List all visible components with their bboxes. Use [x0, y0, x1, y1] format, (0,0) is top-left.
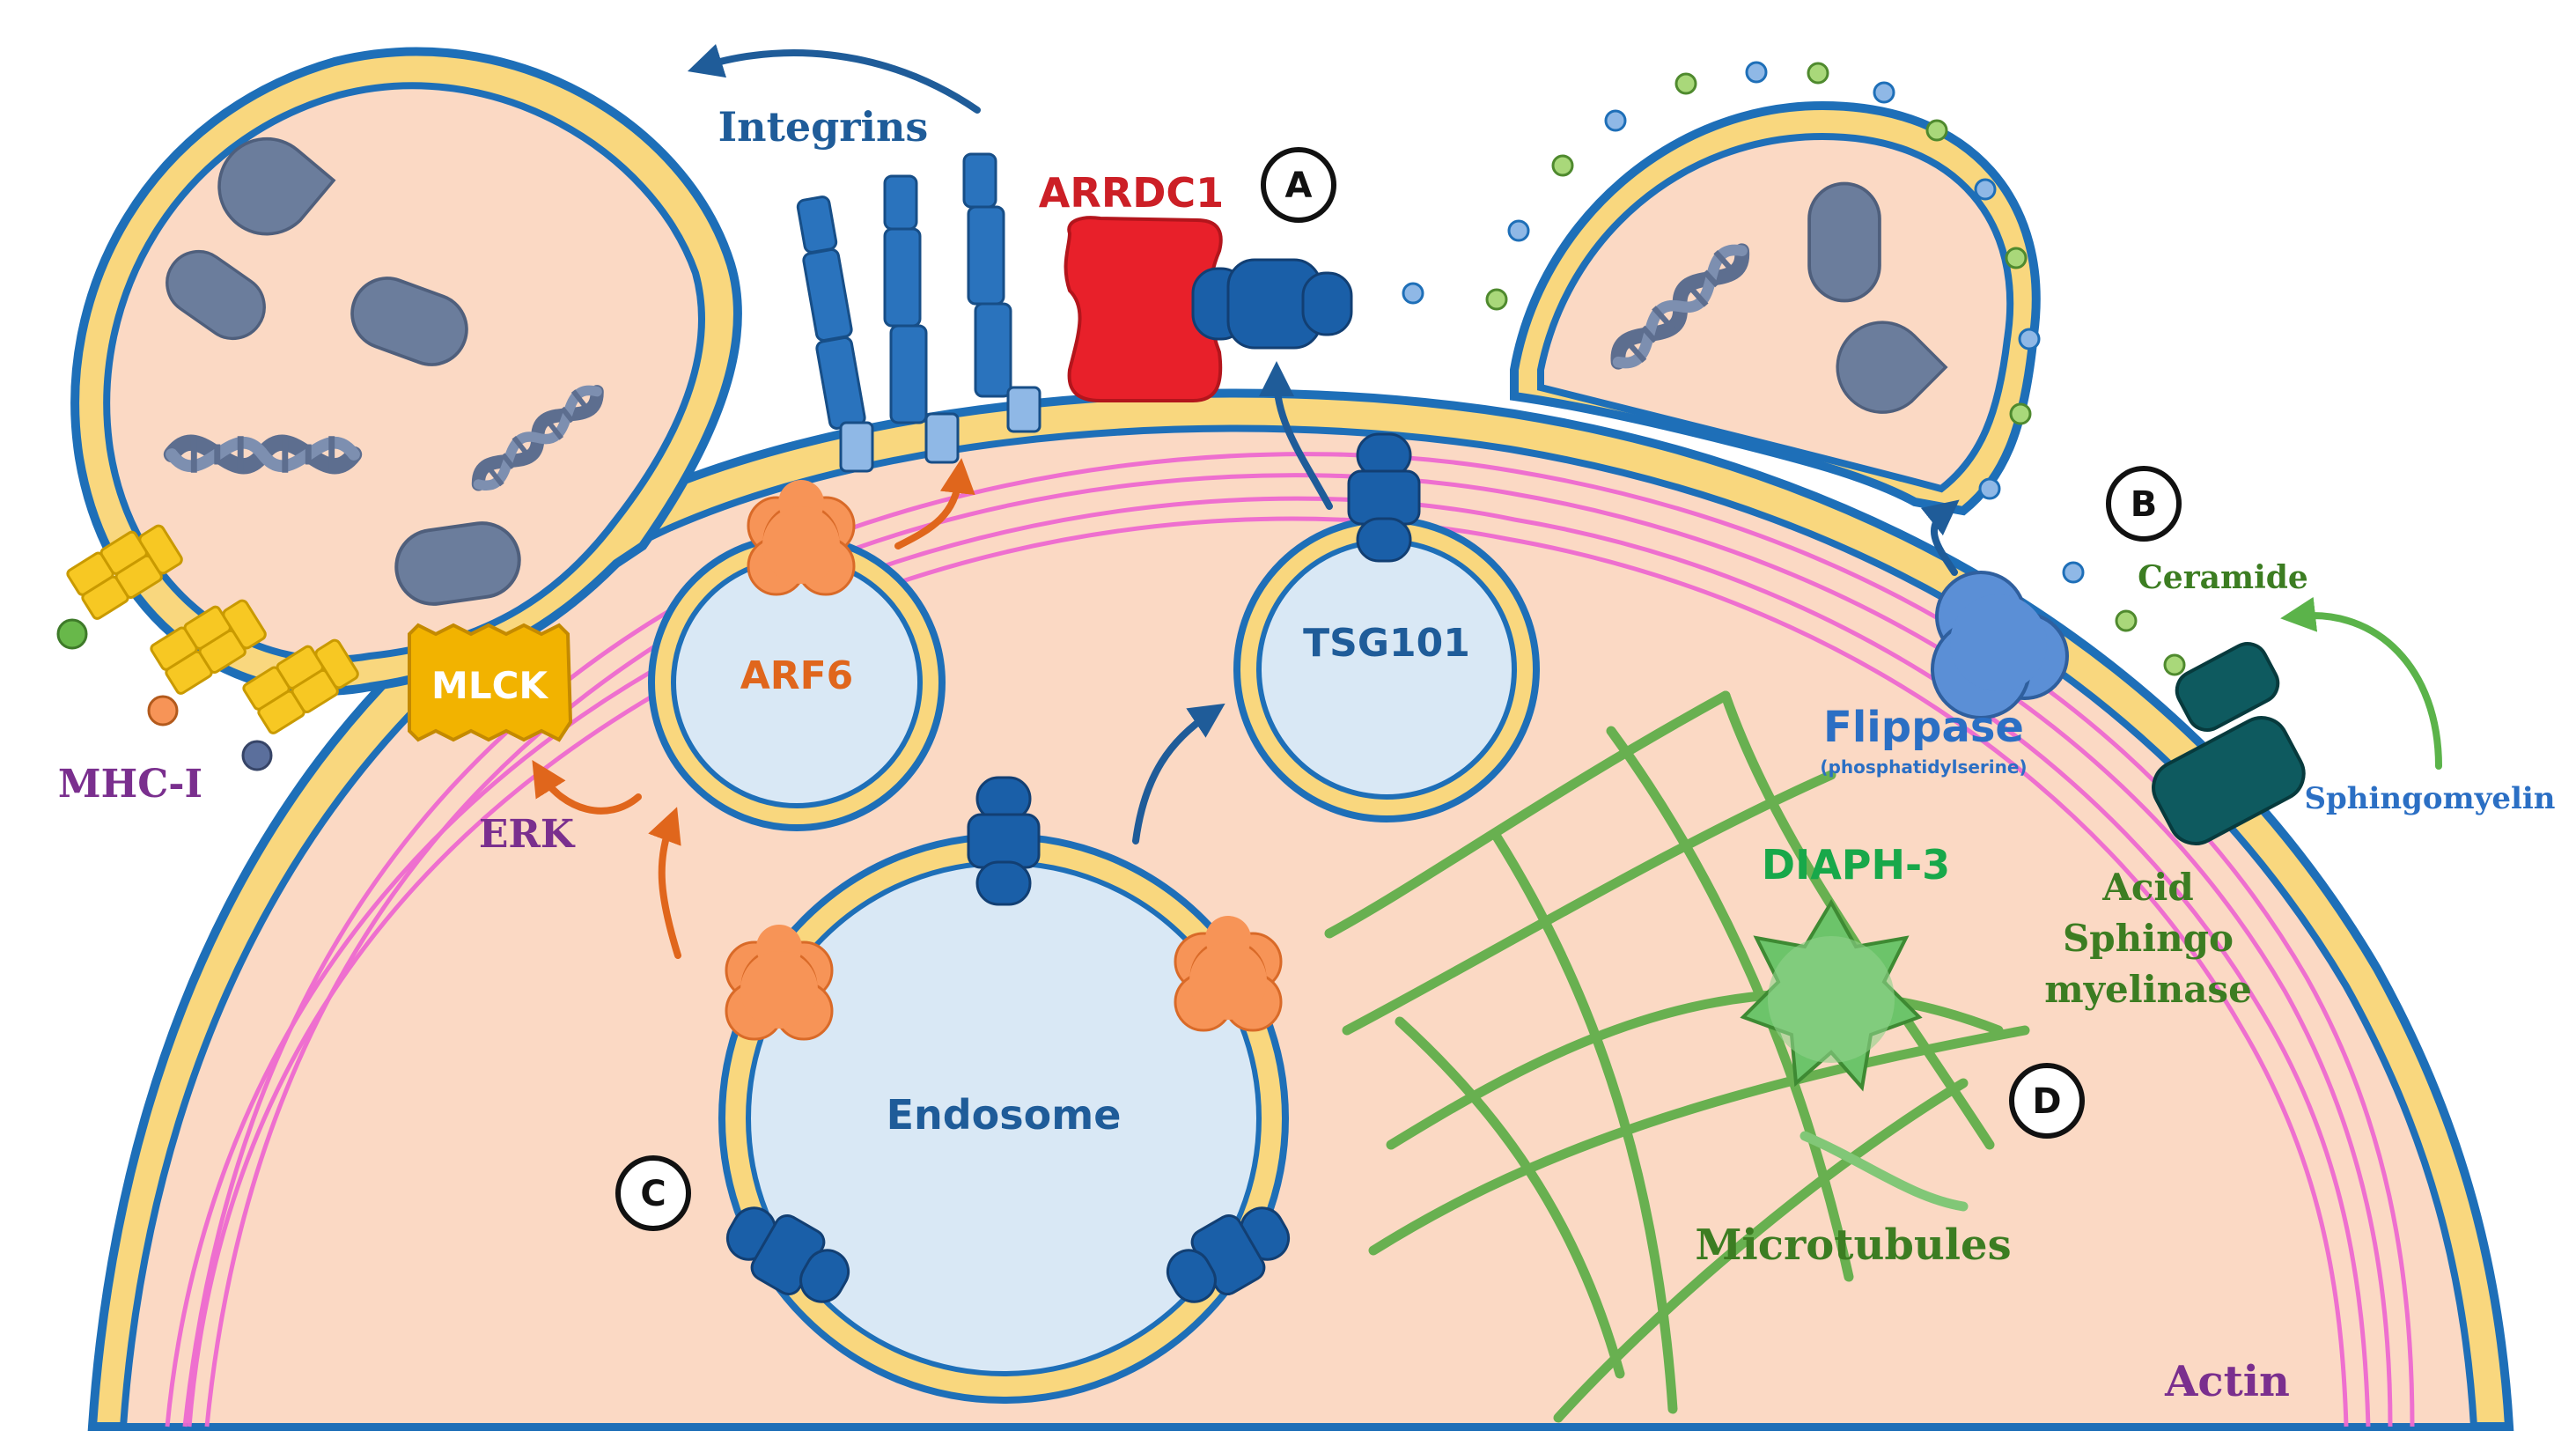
lipid-bead [1925, 119, 1948, 142]
arrdc1-protein [1064, 216, 1223, 402]
sphingomyelin-label: Sphingomyelin [2304, 781, 2555, 816]
erk-to-mlck-arrow [532, 760, 642, 815]
ceramide-label: Ceramide [2138, 559, 2308, 596]
actin-label: Actin [2164, 1357, 2290, 1406]
mlck-protein [408, 623, 573, 742]
acid-sphingomyelinase-label-line2: Sphingo [2063, 917, 2234, 960]
marker-c-text: C [640, 1174, 666, 1214]
lipid-bead [2115, 609, 2138, 632]
marker-b: B [2106, 466, 2182, 542]
integrin-chain [883, 174, 960, 464]
microtubules-label: Microtubules [1695, 1221, 2011, 1270]
lipid-bead [1674, 72, 1697, 95]
lipid-bead [1604, 109, 1627, 132]
lipid-bead [1974, 178, 1997, 201]
tsg101-label: TSG101 [1303, 621, 1470, 666]
lipid-bead [1507, 219, 1530, 242]
diaph3-protein [1740, 899, 1923, 1092]
flippase-sublabel: (phosphatidylserine) [1820, 756, 2027, 778]
integrins-label: Integrins [718, 103, 929, 151]
integrin-export-arrow [687, 43, 981, 114]
mlck-label: MLCK [431, 664, 548, 707]
arf6-vesicle [648, 478, 946, 831]
erk-label: ERK [479, 812, 576, 857]
lipid-bead [1551, 154, 1574, 177]
actin-filaments [165, 452, 2415, 1427]
flippase-label: Flippase [1823, 703, 2024, 752]
left-budding-vesicle [70, 47, 742, 696]
lipid-bead [2009, 402, 2032, 425]
lipid-bead [1402, 282, 1424, 305]
endosome-to-tsg101-arrow [1132, 703, 1225, 845]
arf6-to-integrin-arrow [894, 458, 975, 549]
tsg101-to-membrane-arrow [1259, 361, 1333, 510]
diaph3-label: DIAPH-3 [1762, 841, 1950, 889]
acid-sphingomyelinase-protein [2152, 642, 2306, 845]
marker-b-text: B [2131, 484, 2158, 525]
integrins [796, 152, 1041, 473]
lipid-bead [1978, 477, 2001, 500]
lipid-bead [1873, 81, 1895, 104]
marker-a-text: A [1285, 166, 1313, 206]
endosome [714, 776, 1302, 1404]
cargo-pill-icon [1807, 181, 1881, 303]
lipid-bead [2062, 561, 2085, 584]
endosome-label: Endosome [887, 1091, 1122, 1139]
marker-c: C [615, 1155, 691, 1231]
integrin-chain [796, 195, 874, 473]
lipid-bead [2018, 328, 2041, 350]
lipid-bead [2163, 653, 2186, 676]
flippase-protein [1931, 571, 2069, 719]
integrin-chain [962, 152, 1041, 433]
mhc-i-complexes [56, 524, 359, 771]
lipid-bead [1485, 288, 1508, 311]
marker-d: D [2009, 1063, 2085, 1139]
flippase-arrow [1920, 499, 1960, 576]
right-budding-vesicle [1510, 100, 2041, 516]
lipid-bead [1745, 61, 1768, 84]
sphingomyelin-to-ceramide-arrow [2280, 596, 2442, 770]
mhc-i-label: MHC-I [58, 762, 202, 807]
tsg101-vesicle [1233, 432, 1540, 822]
pathway-arrows [532, 43, 2442, 959]
arf6-label: ARF6 [740, 653, 854, 698]
arrdc1-label: ARRDC1 [1039, 169, 1224, 217]
acid-sphingomyelinase-label-line1: Acid [2101, 866, 2193, 909]
acid-sphingomyelinase-label-line3: myelinase [2044, 968, 2252, 1011]
endosome-membrane-protein [967, 776, 1041, 906]
lipid-beads [1402, 61, 2186, 676]
lipid-bead [1807, 62, 1829, 85]
tsg101-protein [1347, 432, 1421, 563]
tsg101-membrane-protein [1191, 258, 1353, 350]
endosome-to-arf6-arrow [648, 807, 681, 959]
marker-a: A [1261, 147, 1336, 223]
marker-d-text: D [2032, 1081, 2061, 1122]
lipid-bead [2005, 247, 2028, 269]
